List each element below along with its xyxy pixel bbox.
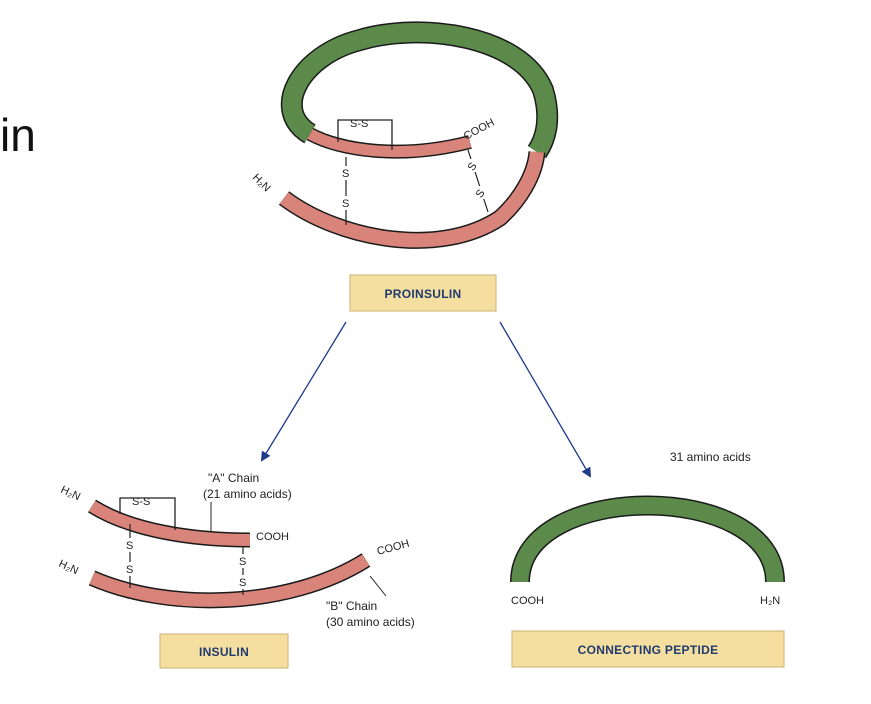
proinsulin-intrachain-bridge xyxy=(337,119,393,150)
proinsulin-a-chain-fill xyxy=(307,129,472,158)
insulin-s-left-2: S xyxy=(126,564,133,576)
connecting-peptide-molecule: 31 amino acids COOH H₂N xyxy=(510,450,785,607)
b-chain-title: "B" Chain xyxy=(326,599,377,613)
insulin-b-chain-fill xyxy=(89,554,370,607)
connecting-peptide-label: CONNECTING PEPTIDE xyxy=(578,643,719,657)
insulin-label: INSULIN xyxy=(199,645,249,659)
a-chain-subtitle: (21 amino acids) xyxy=(203,487,292,501)
insulin-molecule: S-S S S S S "A" Chain (21 amino acids) "… xyxy=(57,471,415,629)
connecting-peptide-arc-fill xyxy=(511,497,784,583)
connecting-peptide-h2n: H₂N xyxy=(760,595,780,607)
b-chain-leader xyxy=(369,575,387,597)
proinsulin-label-box: PROINSULIN xyxy=(349,274,497,312)
proinsulin-s-left-2: S xyxy=(342,198,349,210)
arrow-to-connecting-peptide xyxy=(499,321,592,478)
proinsulin-molecule: S-S S S S S COOH H₂N xyxy=(250,21,559,249)
a-chain-title: "A" Chain xyxy=(208,471,259,485)
arrow-to-insulin xyxy=(260,321,347,462)
insulin-s-right-2: S xyxy=(239,577,246,589)
proinsulin-s-left-1: S xyxy=(342,168,349,180)
b-chain-subtitle: (30 amino acids) xyxy=(326,615,415,629)
proinsulin-cooh-label: COOH xyxy=(462,117,497,143)
insulin-s-right-1: S xyxy=(239,556,246,568)
proinsulin-label: PROINSULIN xyxy=(384,287,461,301)
insulin-s-left-1: S xyxy=(126,540,133,552)
proinsulin-b-chain-fill xyxy=(279,151,544,248)
proinsulin-h2n-label: H₂N xyxy=(250,172,273,195)
connecting-peptide-amino-acids: 31 amino acids xyxy=(670,450,751,464)
insulin-b-h2n: H₂N xyxy=(57,558,80,577)
insulin-b-cooh: COOH xyxy=(376,538,411,558)
insulin-a-cooh: COOH xyxy=(256,531,289,543)
proinsulin-green-loop-fill xyxy=(282,22,557,158)
insulin-intrachain-bridge xyxy=(119,497,176,530)
connecting-peptide-cooh: COOH xyxy=(511,595,544,607)
insulin-a-h2n: H₂N xyxy=(59,484,82,503)
insulin-a-chain-fill xyxy=(88,500,251,546)
insulin-ss-label: S-S xyxy=(132,496,150,508)
proinsulin-ss-label: S-S xyxy=(350,118,368,130)
connecting-peptide-label-box: CONNECTING PEPTIDE xyxy=(511,630,785,668)
insulin-label-box: INSULIN xyxy=(159,633,289,669)
partial-heading-text: in xyxy=(0,109,36,161)
